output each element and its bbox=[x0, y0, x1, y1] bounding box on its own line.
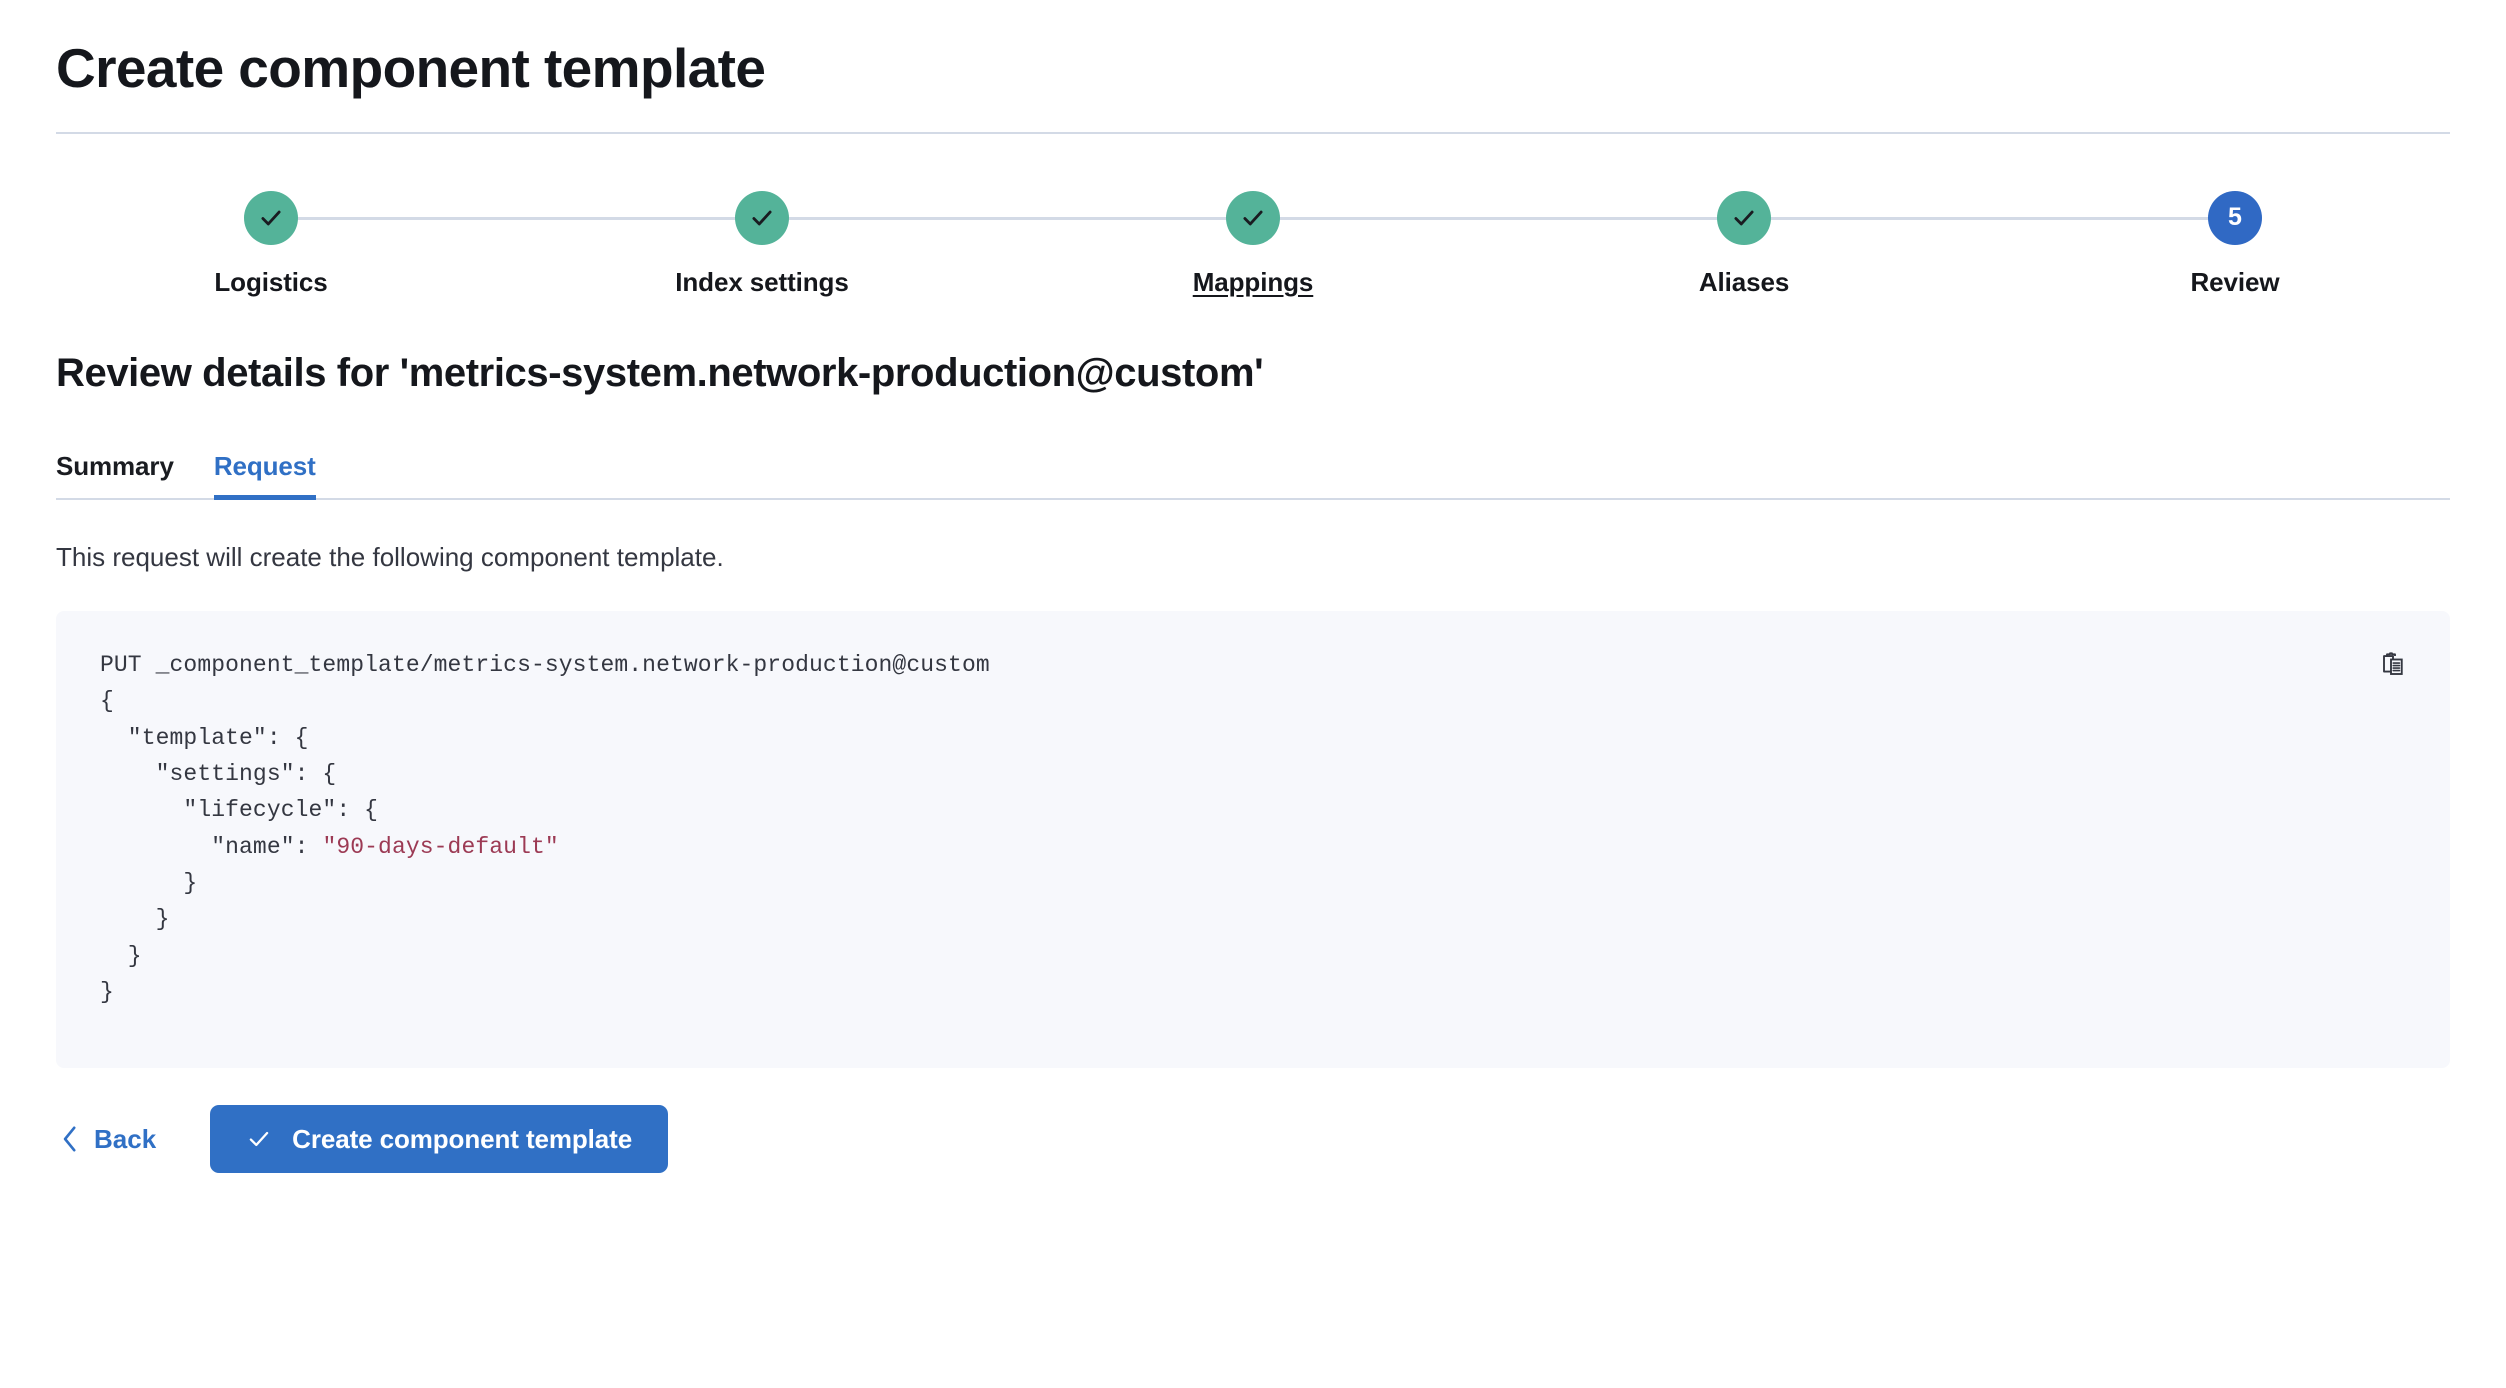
wizard-stepper: Logistics Index settings Mappings bbox=[56, 190, 2450, 311]
code-line-1: PUT _component_template/metrics-system.n… bbox=[100, 652, 990, 679]
back-button-label: Back bbox=[94, 1123, 157, 1154]
step-circle-mappings[interactable] bbox=[1226, 190, 1280, 245]
tab-request[interactable]: Request bbox=[213, 451, 316, 500]
stepper-step-review[interactable]: 5 Review bbox=[2125, 190, 2345, 298]
tab-summary[interactable]: Summary bbox=[56, 451, 174, 498]
stepper-step-logistics[interactable]: Logistics bbox=[161, 190, 381, 298]
review-tablist: Summary Request bbox=[56, 438, 2450, 500]
step-circle-aliases[interactable] bbox=[1717, 190, 1771, 245]
create-component-template-button[interactable]: Create component template bbox=[210, 1105, 669, 1174]
check-icon bbox=[249, 1132, 269, 1147]
stepper-step-aliases[interactable]: Aliases bbox=[1634, 190, 1854, 298]
check-icon bbox=[1734, 210, 1754, 226]
code-line-3: "template": { bbox=[100, 724, 309, 751]
back-button[interactable]: Back bbox=[56, 1118, 160, 1161]
code-line-6-key: "name": bbox=[100, 833, 323, 860]
step-circle-logistics[interactable] bbox=[244, 190, 298, 245]
create-component-template-button-label: Create component template bbox=[292, 1123, 633, 1154]
stepper-label-aliases[interactable]: Aliases bbox=[1698, 266, 1790, 297]
check-icon bbox=[261, 210, 281, 226]
code-line-8: } bbox=[100, 906, 170, 933]
wizard-footer: Back Create component template bbox=[56, 1105, 2450, 1174]
stepper-label-logistics[interactable]: Logistics bbox=[214, 266, 328, 297]
step-circle-review[interactable]: 5 bbox=[2208, 190, 2262, 245]
chevron-left-icon bbox=[63, 1126, 76, 1152]
check-icon bbox=[752, 210, 772, 226]
stepper-label-mappings[interactable]: Mappings bbox=[1192, 266, 1314, 297]
code-line-7: } bbox=[100, 869, 198, 896]
code-line-2: { bbox=[100, 688, 114, 715]
stepper-label-review[interactable]: Review bbox=[2190, 266, 2280, 297]
step-number-review: 5 bbox=[2228, 203, 2242, 232]
stepper-step-mappings[interactable]: Mappings bbox=[1143, 190, 1363, 298]
stepper-step-index-settings[interactable]: Index settings bbox=[652, 190, 872, 298]
code-line-4: "settings": { bbox=[100, 761, 337, 788]
request-description: This request will create the following c… bbox=[56, 541, 724, 572]
code-line-6-value: "90-days-default" bbox=[322, 833, 559, 860]
request-code-block: PUT _component_template/metrics-system.n… bbox=[100, 647, 2406, 1010]
step-circle-index-settings[interactable] bbox=[735, 190, 789, 245]
code-line-10: } bbox=[100, 978, 114, 1005]
review-heading: Review details for 'metrics-system.netwo… bbox=[56, 350, 1264, 395]
copy-clipboard-icon bbox=[2383, 652, 2403, 676]
page-title: Create component template bbox=[56, 37, 766, 99]
title-divider bbox=[56, 131, 2450, 134]
code-line-5: "lifecycle": { bbox=[100, 797, 379, 824]
stepper-label-index-settings[interactable]: Index settings bbox=[675, 266, 849, 297]
check-icon bbox=[1243, 210, 1263, 226]
request-code-panel: PUT _component_template/metrics-system.n… bbox=[56, 611, 2450, 1069]
copy-clipboard-icon-button[interactable] bbox=[2370, 641, 2418, 689]
code-line-9: } bbox=[100, 942, 142, 969]
